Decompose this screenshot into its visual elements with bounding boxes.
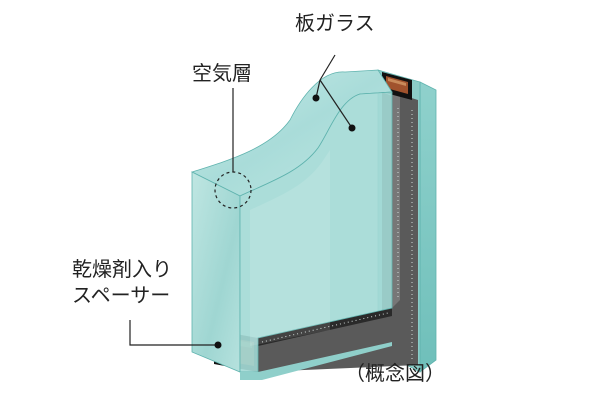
- label-spacer-line2: スペーサー: [72, 283, 170, 307]
- label-air-layer: 空気層: [192, 61, 252, 85]
- label-spacer-line1: 乾燥剤入り: [72, 257, 172, 281]
- label-glass-sheet: 板ガラス: [295, 11, 375, 35]
- front-glass-pane: [190, 69, 393, 380]
- label-concept: （概念図）: [345, 361, 445, 385]
- leader-lines: [129, 54, 356, 349]
- air-gap-interior: [258, 92, 418, 372]
